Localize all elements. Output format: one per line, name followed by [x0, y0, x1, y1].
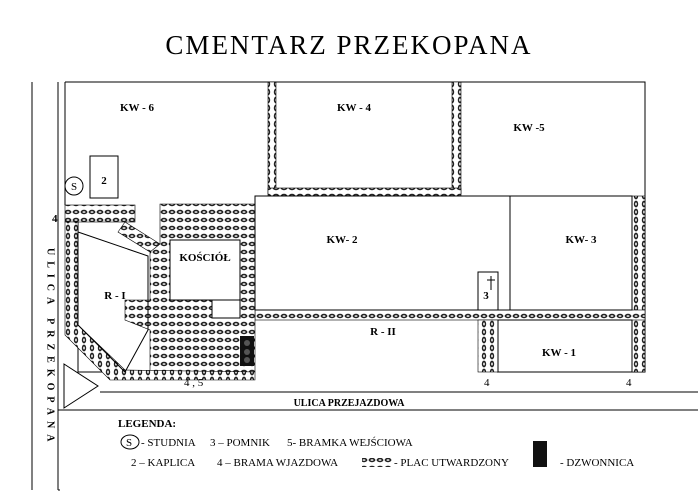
legend: LEGENDA: S - STUDNIA 3 – POMNIK 5- BRAMK… [118, 418, 634, 469]
entrance-triangle [63, 363, 99, 409]
legend-s-symbol: S [126, 437, 132, 449]
alley-middle [254, 309, 646, 321]
plot-kw3-label: KW- 3 [565, 234, 597, 246]
plot-r1-label: R - I [104, 290, 125, 302]
pomnik-marker: 3 [483, 290, 489, 302]
legend-bramka: 5- BRAMKA WEJŚCIOWA [287, 437, 413, 449]
kaplica-marker: 2 [101, 175, 107, 187]
plot-kw1-label: KW - 1 [542, 347, 576, 359]
church-label: KOŚCIÓŁ [179, 252, 230, 264]
studnia-marker: S [71, 181, 77, 193]
gate-bottom-mid-marker: 4 [484, 377, 490, 389]
legend-brama: 4 – BRAMA WJAZDOWA [217, 457, 338, 469]
gate-bottom-right-marker: 4 [626, 377, 632, 389]
street-przekopana-label: ULICA PRZEKOPANA [45, 248, 56, 447]
alley-pomnik [477, 319, 499, 373]
przekopana-street [31, 82, 60, 491]
legend-heading: LEGENDA: [118, 418, 176, 430]
plot-r2-label: R - II [370, 326, 396, 338]
gate-left-marker: 4 [52, 213, 58, 225]
plot-r1-outline [77, 231, 149, 373]
map-title: CMENTARZ PRZEKOPANA [165, 30, 533, 60]
bell-tower-icon [240, 336, 254, 366]
church-yard [124, 203, 256, 373]
alley-kw6-kw4 [267, 81, 277, 195]
cross-icon [487, 276, 495, 290]
church-outline [169, 239, 241, 301]
alley-right [631, 195, 646, 373]
gate-45-marker: 4 , 5 [184, 377, 204, 389]
paved-areas [64, 81, 646, 381]
plot-labels: KW - 6 KW - 4 KW -5 KW- 2 KW- 3 KW - 1 R… [104, 102, 597, 359]
plot-kw2-outline [254, 195, 633, 311]
alley-gate-left [64, 204, 136, 223]
plot-kw4-label: KW - 4 [337, 102, 372, 114]
pomnik-box [477, 271, 499, 311]
alley-under-kw4 [267, 187, 462, 197]
legend-studnia: - STUDNIA [141, 437, 196, 449]
alley-kw4-kw5 [451, 81, 462, 195]
plot-kw1-outline [497, 319, 633, 373]
street-przejazdowa-label: ULICA PRZEJAZDOWA [294, 398, 406, 409]
plot-kw6-label: KW - 6 [120, 102, 155, 114]
alley-connector [117, 221, 161, 253]
studnia-icon [64, 176, 84, 196]
kaplica-box [89, 155, 119, 199]
legend-pomnik: 3 – POMNIK [210, 437, 270, 449]
markers: 2 S 3 4 4 , 5 4 4 [52, 155, 632, 389]
legend-plac: - PLAC UTWARDZONY [394, 457, 509, 469]
plot-kw2-label: KW- 2 [326, 234, 358, 246]
przejazdowa-street [58, 391, 698, 411]
legend-paving-icon [362, 458, 392, 467]
plot-kw5-label: KW -5 [513, 122, 545, 134]
legend-studnia-icon [120, 434, 140, 450]
legend-bell-tower-icon [533, 441, 547, 467]
legend-dzwonnica: - DZWONNICA [560, 457, 634, 469]
legend-kaplica: 2 – KAPLICA [131, 457, 195, 469]
plot-outlines [77, 195, 633, 373]
